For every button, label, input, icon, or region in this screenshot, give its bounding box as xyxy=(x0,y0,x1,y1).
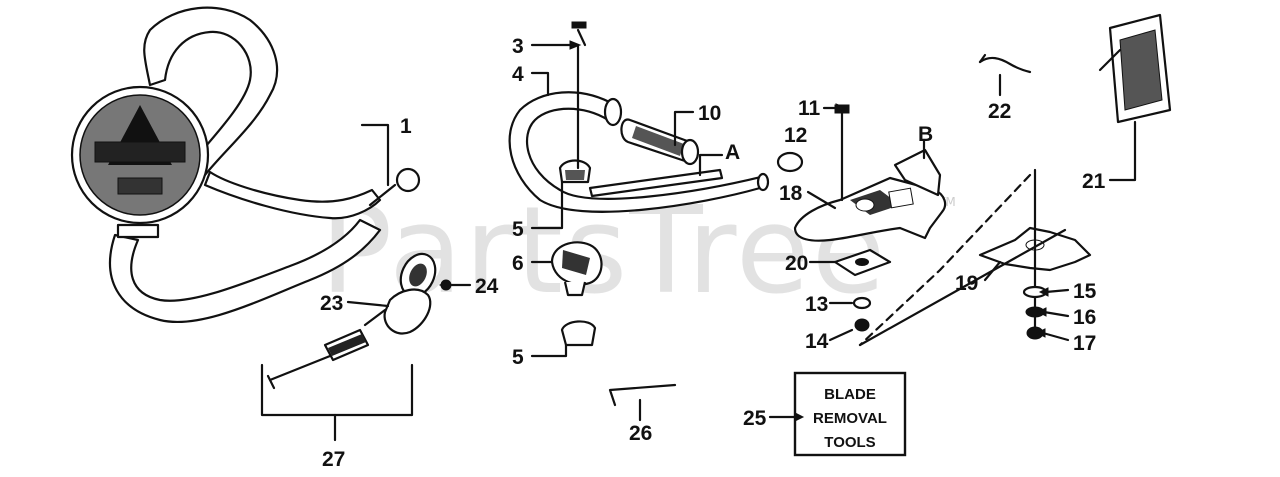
callout-15: 15 xyxy=(1073,280,1097,303)
callout-1: 1 xyxy=(400,115,412,138)
part-A-bar[interactable] xyxy=(588,168,724,198)
part-3-screw xyxy=(576,28,587,47)
leader-arrowheads xyxy=(438,40,1049,422)
callout-A: A xyxy=(725,141,740,164)
part-B-shield[interactable] xyxy=(893,148,942,197)
callout-18: 18 xyxy=(779,182,803,205)
callout-25: 25 xyxy=(743,407,767,430)
part-1-harness[interactable] xyxy=(70,6,421,324)
part-4-handle[interactable] xyxy=(508,91,770,213)
callout-24: 24 xyxy=(475,275,499,298)
part-13-washer[interactable] xyxy=(852,296,872,310)
callout-labels: 1 3 4 5 6 5 10 A 11 12 18 B 20 13 14 19 … xyxy=(320,35,1106,471)
callout-26: 26 xyxy=(629,422,652,445)
tools-box-line3: TOOLS xyxy=(824,434,875,451)
tools-box-line1: BLADE xyxy=(824,386,876,403)
callout-3: 3 xyxy=(512,35,524,58)
part-27-bracket xyxy=(260,363,414,417)
part-12-nut[interactable] xyxy=(776,151,804,173)
callout-4: 4 xyxy=(512,63,524,86)
group-outline-left xyxy=(858,173,1032,347)
callout-10: 10 xyxy=(698,102,721,125)
callout-17: 17 xyxy=(1073,332,1096,355)
callout-21: 21 xyxy=(1082,170,1106,193)
part-26-hex-key[interactable] xyxy=(608,383,677,407)
callout-6: 6 xyxy=(512,252,524,275)
part-20-plate[interactable] xyxy=(833,248,892,277)
callout-5-upper: 5 xyxy=(512,218,524,241)
leader-lines xyxy=(346,43,1137,422)
part-5-clamp-upper[interactable] xyxy=(558,159,592,184)
callout-12: 12 xyxy=(784,124,807,147)
part-14-nut[interactable] xyxy=(854,318,870,332)
callout-14: 14 xyxy=(805,330,829,353)
callout-B: B xyxy=(918,123,933,146)
callout-23: 23 xyxy=(320,292,343,315)
callout-5-lower: 5 xyxy=(512,346,524,369)
part-21-booklet[interactable] xyxy=(1098,13,1172,124)
part-25-blade-removal-tools[interactable]: BLADE REMOVAL TOOLS xyxy=(793,371,907,457)
part-18-blade-guard[interactable] xyxy=(793,176,947,242)
part-22-spring[interactable] xyxy=(978,53,1032,74)
tools-box-line2: REMOVAL xyxy=(813,410,887,427)
part-10-grip[interactable] xyxy=(620,118,700,166)
callout-22: 22 xyxy=(988,100,1011,123)
part-5-clamp-lower[interactable] xyxy=(560,320,597,347)
callout-11: 11 xyxy=(798,97,821,120)
callout-13: 13 xyxy=(805,293,828,316)
callout-20: 20 xyxy=(785,252,808,275)
callout-16: 16 xyxy=(1073,306,1096,329)
callout-27: 27 xyxy=(322,448,345,471)
part-6-clamp-knob[interactable] xyxy=(550,241,603,297)
part-3-screw-head xyxy=(571,21,587,29)
group-outline-bottom xyxy=(858,228,1067,347)
callout-19: 19 xyxy=(955,272,978,295)
